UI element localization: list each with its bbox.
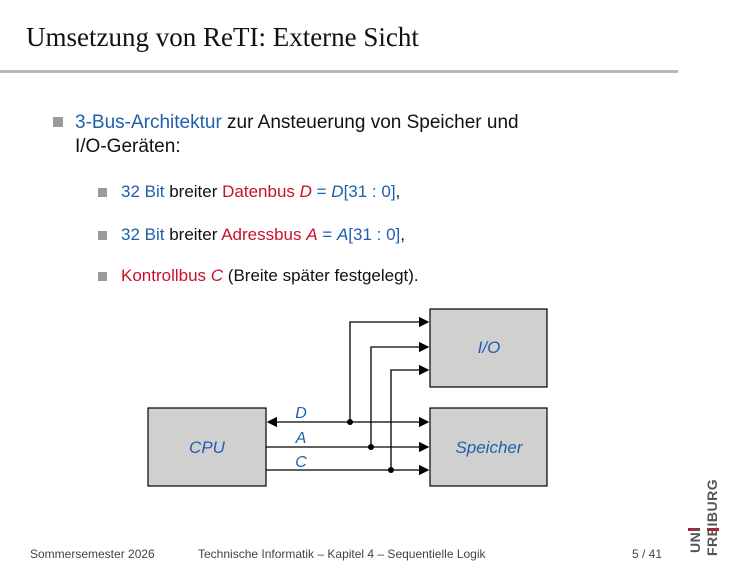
- university-logo-freiburg: FREIBURG: [704, 478, 720, 556]
- cpu-label: CPU: [189, 438, 226, 457]
- cpu-box: [147, 407, 267, 487]
- bitwidth-text: 32 Bit: [121, 225, 165, 244]
- bus-symbol-range: D: [331, 182, 344, 201]
- bus-c-label: C: [295, 454, 307, 471]
- sub-bullet-adressbus: 32 Bit breiter Adressbus A = A[31 : 0],: [121, 223, 405, 247]
- junction-dot: [368, 444, 374, 450]
- slide-title: Umsetzung von ReTI: Externe Sicht: [26, 22, 419, 52]
- bus-symbol-range: A: [336, 225, 349, 244]
- bitwidth-text: 32 Bit: [121, 182, 165, 201]
- equals: =: [317, 225, 337, 244]
- junction-dot: [347, 419, 353, 425]
- bus-name: Datenbus: [222, 182, 300, 201]
- bus-symbol: A: [306, 225, 318, 244]
- bus-name: Adressbus: [221, 225, 307, 244]
- sub-bullet-marker: [98, 272, 107, 281]
- sub-bullet-kontrollbus: Kontrollbus C (Breite später festgelegt)…: [121, 264, 419, 288]
- footer-page-number: 5 / 41: [632, 547, 663, 561]
- main-bullet-highlight: 3-Bus-Architektur: [75, 112, 222, 133]
- bullet-marker: [53, 117, 63, 127]
- bus-symbol: D: [299, 182, 312, 201]
- address-bus-branch: [370, 341, 430, 447]
- junction-dot: [388, 467, 394, 473]
- plain-text: breiter: [164, 225, 222, 244]
- logo-accent-bar: [707, 528, 719, 531]
- io-label: I/O: [478, 338, 501, 357]
- bit-range: [31 : 0]: [348, 225, 401, 244]
- plain-text: (Breite später festgelegt).: [223, 266, 419, 285]
- main-bullet-line2: I/O-Geräten:: [75, 136, 181, 157]
- footer-semester: Sommersemester 2026: [30, 547, 155, 561]
- title-divider: [0, 70, 678, 73]
- control-bus-branch: [390, 364, 430, 470]
- university-logo-uni: UNI: [687, 527, 703, 553]
- bus-d-label: D: [295, 405, 307, 422]
- sub-bullet-datenbus: 32 Bit breiter Datenbus D = D[31 : 0],: [121, 180, 400, 204]
- io-box: [429, 308, 548, 388]
- punct: ,: [400, 225, 406, 244]
- main-bullet-text: 3-Bus-Architektur zur Ansteuerung von Sp…: [75, 111, 519, 159]
- logo-accent-bar: [688, 528, 700, 531]
- sub-bullet-marker: [98, 231, 107, 240]
- data-bus-branch: [349, 316, 430, 422]
- speicher-box: [429, 407, 548, 487]
- bus-a-label: A: [295, 430, 307, 447]
- speicher-label: Speicher: [455, 438, 523, 457]
- bus-name: Kontrollbus: [121, 266, 211, 285]
- sub-bullet-marker: [98, 188, 107, 197]
- bus-symbol: C: [210, 266, 224, 285]
- plain-text: breiter: [164, 182, 223, 201]
- equals: =: [311, 182, 332, 201]
- main-bullet-rest: zur Ansteuerung von Speicher und: [221, 112, 519, 133]
- footer-course: Technische Informatik – Kapitel 4 – Sequ…: [198, 547, 486, 561]
- bit-range: [31 : 0]: [343, 182, 396, 201]
- punct: ,: [395, 182, 401, 201]
